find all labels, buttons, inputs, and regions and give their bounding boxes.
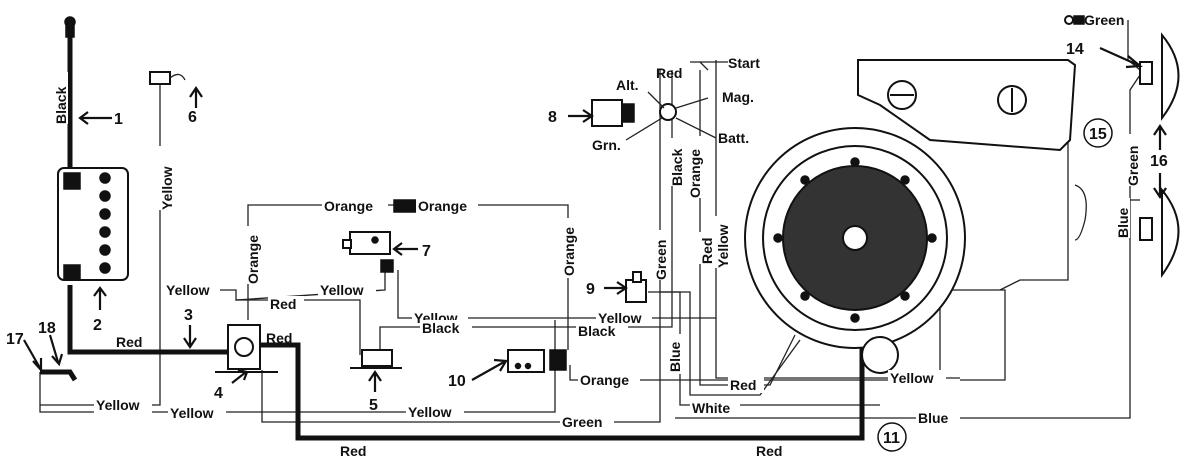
label-switch-red: Red [656,65,682,81]
label-yellow-8: Yellow [715,224,731,268]
callout-1: 1 [114,111,123,128]
wire-yellow-engine [715,318,960,379]
callout-15: 15 [1089,126,1107,143]
label-black-battery: Black [53,86,69,124]
callout-18: 18 [38,320,56,337]
label-red-8: Red [699,238,715,264]
wire-red-18 [40,369,78,382]
callout-14: 14 [1066,41,1084,58]
callout-2: 2 [93,317,102,334]
label-switch-mag: Mag. [722,89,754,105]
callout-8: 8 [548,109,557,126]
callout-15-ring [1083,118,1113,148]
label-yellow-bottom-2: Yellow [408,404,452,420]
callout-16: 16 [1150,153,1168,170]
wire-blue-bottom [675,255,1131,419]
callout-9: 9 [586,281,595,298]
label-switch-grn: Grn. [592,137,621,153]
callout-6: 6 [188,109,197,126]
label-red-4-right: Red [266,330,292,346]
wire-yellow-9 [397,60,717,319]
pto-switch [342,199,417,273]
wire-labels: Black Yellow Orange Orange Orange Orange… [52,12,1141,459]
wire-red-bottom [255,342,865,441]
callout-11: 11 [883,430,900,447]
label-black-5: Black [422,320,460,336]
label-yellow-9-b: Yellow [598,310,642,326]
label-blue-lights: Blue [1115,207,1131,238]
label-red-4-top: Red [270,296,296,312]
label-orange-10: Orange [580,372,629,388]
wire-black [379,70,673,355]
label-orange-left: Orange [245,235,261,284]
label-switch-start: Start [728,55,760,71]
starter-relay [350,349,402,369]
callout-3: 3 [184,307,193,324]
wire-start [690,61,709,71]
label-yellow-bottom-1: Yellow [170,405,214,421]
callout-7: 7 [422,243,431,260]
label-orange-8: Orange [687,149,703,198]
label-switch-batt: Batt. [718,130,749,146]
label-green-lights: Green [1125,146,1141,186]
label-red-engine: Red [730,377,756,393]
label-orange-top-1: Orange [324,198,373,214]
wire-white [660,291,801,396]
label-red-bottom-right: Red [756,443,782,459]
ignition-switch [591,99,677,127]
label-yellow-6: Yellow [159,166,175,210]
battery [57,167,129,281]
wire-red-3 [67,285,232,355]
label-green-bottom: Green [562,414,602,430]
label-black-8: Black [669,148,685,186]
label-white-9: White [692,400,730,416]
callout-5: 5 [369,397,378,414]
brake-switch [507,349,567,373]
label-yellow-7-left: Yellow [166,282,210,298]
interlock-switch [625,271,647,303]
label-orange-top-2: Orange [418,198,467,214]
label-blue-9: Blue [667,341,683,372]
label-black-10: Black [578,323,616,339]
seat-switch [149,71,186,85]
callout-17: 17 [6,331,24,348]
label-yellow-engine: Yellow [890,370,934,386]
callout-arrows [23,46,1167,392]
switch-terminal-labels: Red Start Alt. Mag. Grn. Batt. [592,55,760,153]
engine [744,59,1087,374]
callout-10: 10 [448,373,466,390]
label-blue-bottom: Blue [918,410,949,426]
battery-cable-end [64,16,76,38]
label-green-top: Green [1084,12,1124,28]
label-yellow-7-right: Yellow [320,282,364,298]
headlights [1064,15,1180,279]
callout-4: 4 [214,385,223,402]
label-red-bottom-left: Red [340,443,366,459]
label-switch-alt: Alt. [616,77,639,93]
thick-wires [40,35,865,441]
callout-numbers: 1 2 3 4 5 6 7 8 9 10 11 14 15 16 17 18 [6,41,1168,452]
callout-11-ring [877,422,907,452]
label-green-8: Green [653,240,669,280]
label-red-3: Red [116,334,142,350]
label-yellow-18: Yellow [96,397,140,413]
label-orange-right: Orange [561,227,577,276]
